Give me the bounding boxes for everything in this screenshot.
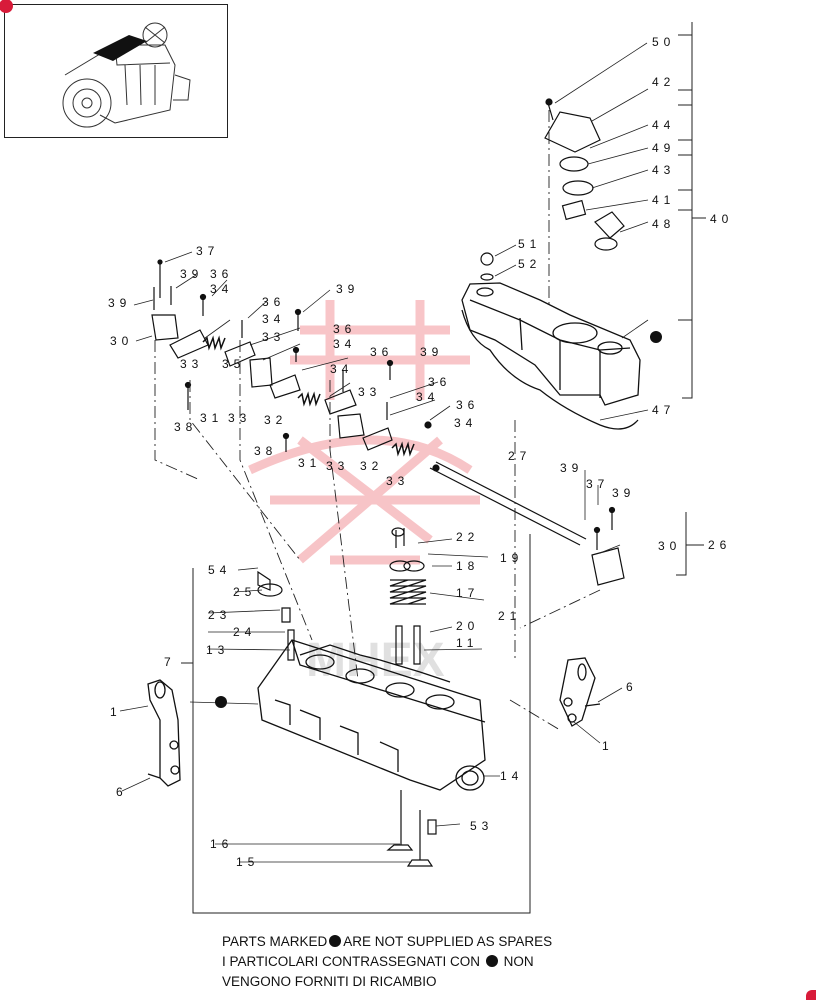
note-text: ARE NOT SUPPLIED AS SPARES	[343, 934, 553, 949]
watermark-text: MHEX	[306, 634, 445, 687]
part-label: 24	[233, 625, 256, 639]
part-label: 42	[652, 75, 675, 89]
valve-parts	[257, 527, 437, 867]
valve-cover	[461, 282, 641, 430]
note-line-english: PARTS MARKED ARE NOT SUPPLIED AS SPARES	[222, 932, 642, 952]
part-label: 50	[652, 35, 675, 49]
part-label: 27	[508, 449, 531, 463]
engine-thumbnail	[0, 0, 228, 138]
part-label: 34	[330, 362, 353, 376]
not-supplied-dot-cover	[650, 331, 662, 343]
engine-thumbnail-icon	[62, 22, 191, 128]
part-label: 6	[116, 785, 128, 799]
solid-dot-icon	[485, 955, 498, 967]
part-label: 49	[652, 141, 675, 155]
part-label: 1	[110, 705, 122, 719]
part-label: 30	[658, 539, 681, 553]
part-label: 13	[206, 643, 229, 657]
part-label: 37	[196, 244, 219, 258]
solid-dot-icon	[329, 935, 342, 947]
part-label: 44	[652, 118, 675, 132]
part-label: 11	[456, 636, 478, 650]
part-label: 32	[264, 413, 287, 427]
part-label: 33	[358, 385, 381, 399]
part-label: 36	[456, 398, 479, 412]
note-text: PARTS MARKED	[222, 934, 328, 949]
part-label: 23	[208, 608, 231, 622]
part-label: 37	[586, 477, 609, 491]
part-label: 20	[456, 619, 479, 633]
part-label: 30	[110, 334, 133, 348]
note-text: I PARTICOLARI CONTRASSEGNATI CON	[222, 954, 481, 969]
part-label: 1	[602, 739, 614, 753]
leader-lines	[119, 42, 649, 863]
part-label: 6	[626, 680, 638, 694]
part-label: 36	[333, 322, 356, 336]
part-label: 34	[210, 282, 233, 296]
part-label: 26	[708, 538, 731, 552]
part-label: 39	[420, 345, 443, 359]
part-label: 48	[652, 217, 675, 231]
engine-brackets	[147, 657, 601, 787]
part-label: 33	[386, 474, 409, 488]
rocker-shaft	[151, 314, 625, 586]
part-label: 39	[336, 282, 359, 296]
watermark-logo	[248, 300, 480, 565]
part-label: 43	[652, 163, 675, 177]
part-label: 33	[262, 330, 285, 344]
part-label: 19	[500, 551, 523, 565]
part-label: 16	[210, 837, 233, 851]
part-label: 33	[180, 357, 203, 371]
part-label: 34	[262, 312, 285, 326]
part-label: 33	[326, 459, 349, 473]
part-label: 14	[500, 769, 523, 783]
part-label: 36	[370, 345, 393, 359]
not-supplied-dot-head	[215, 696, 227, 708]
part-label: 41	[652, 193, 675, 207]
part-label: 39	[612, 486, 635, 500]
part-label: 31	[200, 411, 223, 425]
part-label: 17	[456, 586, 479, 600]
thumbnail-badge	[0, 0, 13, 13]
cylinder-head	[257, 639, 486, 791]
part-label: 18	[456, 559, 479, 573]
note-line-italian: I PARTICOLARI CONTRASSEGNATI CON NON	[222, 952, 642, 972]
part-label: 53	[470, 819, 493, 833]
rocker-bolts	[153, 259, 616, 550]
part-label: 31	[298, 456, 321, 470]
part-label: 34	[333, 337, 356, 351]
note-text: NON	[503, 954, 534, 969]
centerlines	[154, 110, 601, 731]
part-label: 38	[174, 420, 197, 434]
part-label: 36	[262, 295, 285, 309]
part-label: 33	[228, 411, 251, 425]
part-label: 39	[560, 461, 583, 475]
part-label: 21	[498, 609, 521, 623]
part-label: 25	[233, 585, 256, 599]
part-label: 39	[108, 296, 131, 310]
part-label: 51	[518, 237, 541, 251]
part-label: 34	[454, 416, 477, 430]
part-label: 39	[180, 267, 203, 281]
page-corner-badge	[806, 990, 816, 1000]
part-label: 36	[428, 375, 451, 389]
part-label: 7	[164, 655, 176, 669]
oil-filler-assembly	[480, 98, 625, 281]
bracket-lines	[181, 22, 706, 914]
part-label: 40	[710, 212, 733, 226]
rocker-springs	[202, 335, 415, 457]
part-label: 15	[236, 855, 259, 869]
part-label: 38	[254, 444, 277, 458]
note-line-italian-2: VENGONO FORNITI DI RICAMBIO	[222, 974, 437, 989]
spares-note: PARTS MARKED ARE NOT SUPPLIED AS SPARES I…	[222, 932, 642, 992]
part-label: 47	[652, 403, 675, 417]
part-label: 36	[210, 267, 233, 281]
part-label: 32	[360, 459, 383, 473]
part-label: 35	[222, 357, 245, 371]
part-label: 52	[518, 257, 541, 271]
part-label: 34	[416, 390, 439, 404]
part-label: 54	[208, 563, 231, 577]
part-label: 22	[456, 530, 479, 544]
